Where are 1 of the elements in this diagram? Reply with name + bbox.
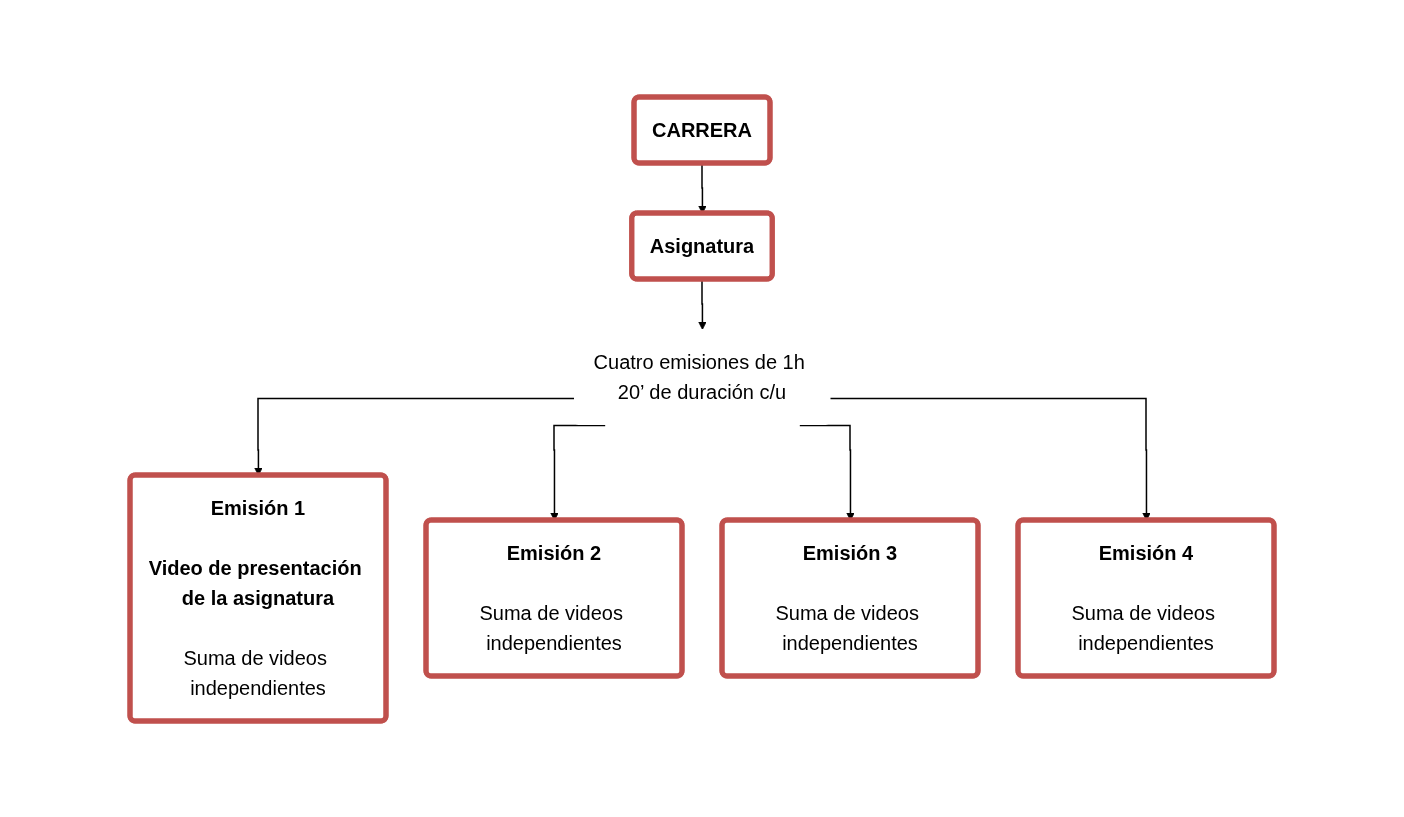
node-text: Cuatro emisiones de 1h 20’ de duración c/u [593,350,805,403]
